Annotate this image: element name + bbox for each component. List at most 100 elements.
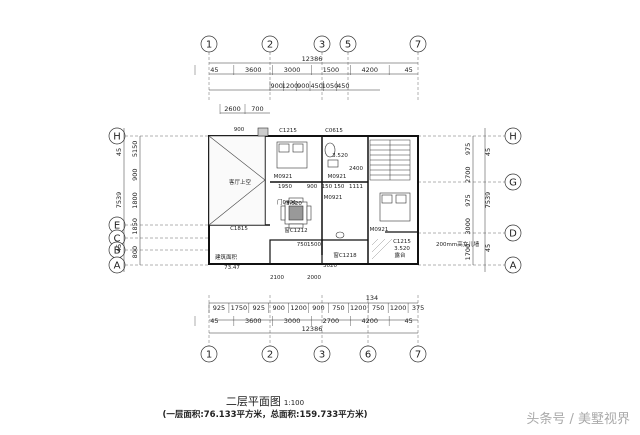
bottom-row1-label: 1200 <box>350 304 367 312</box>
level-3520-c: 3.520 <box>394 246 410 252</box>
bottom-row1-label: 375 <box>412 304 424 312</box>
top-row1-label: 4200 <box>361 66 378 74</box>
left-inner-label: 1800 <box>131 192 139 209</box>
svg-text:3: 3 <box>319 350 325 361</box>
bottom-row1-label: 1750 <box>231 304 248 312</box>
area-label: 建筑面积 <box>215 253 238 261</box>
axis-bubble-bottom-1: 1 <box>200 345 218 363</box>
dining-table <box>280 197 312 229</box>
axis-bubble-top-5: 5 <box>339 35 357 53</box>
window-tag-c1815: C1815 <box>230 226 248 232</box>
inner-dim-1111: 1111 <box>349 184 363 190</box>
top-row1-label: 3000 <box>284 66 301 74</box>
window-tag-c0615: C0615 <box>325 128 343 134</box>
svg-text:G: G <box>509 178 517 189</box>
left-inner-label: 800 <box>131 246 139 258</box>
inner-dim-2000: 2000 <box>307 275 321 281</box>
door-tag-m0921-c: M0921 <box>324 195 343 201</box>
axis-grid-lines <box>125 52 505 346</box>
axis-bubble-right-G: G <box>504 173 522 191</box>
top-row1-label: 3600 <box>245 66 262 74</box>
area-summary: (一层面积:76.133平方米，总面积:159.733平方米) <box>162 410 368 420</box>
svg-text:A: A <box>114 261 121 272</box>
svg-text:E: E <box>114 221 120 232</box>
svg-text:B: B <box>114 246 121 257</box>
left-inner-label: 1850 <box>131 218 139 235</box>
axis-bubble-top-1: 1 <box>200 35 218 53</box>
top-row2-label: 900 <box>270 82 282 90</box>
axis-bubble-bottom-6: 6 <box>359 345 377 363</box>
inner-dim-1950: 1950 <box>278 184 292 190</box>
svg-text:2: 2 <box>267 350 273 361</box>
inner-dim-900: 900 <box>307 184 318 190</box>
level-3520-a: 3.520 <box>332 153 348 159</box>
axis-bubble-top-2: 2 <box>261 35 279 53</box>
svg-text:C: C <box>114 234 121 245</box>
svg-text:1: 1 <box>206 350 212 361</box>
inner-dim-150: 150 150 <box>322 184 345 190</box>
bottom-row1-label: 900 <box>312 304 324 312</box>
bottom-row2-label: 3000 <box>284 317 301 325</box>
bed-1 <box>276 141 308 169</box>
svg-text:7: 7 <box>415 350 421 361</box>
drawing-scale: 1:100 <box>283 399 305 407</box>
right-outer-label: 45 <box>484 244 492 252</box>
right-inner-label: 975 <box>464 194 472 206</box>
level-3520-b: 3.520 <box>286 201 302 207</box>
axis-bubble-right-A: A <box>504 256 522 274</box>
axis-bubble-bottom-3: 3 <box>313 345 331 363</box>
bottom-row2-label: 2700 <box>323 317 340 325</box>
svg-text:3: 3 <box>319 40 325 51</box>
door-tag-m0921-d: M0921 <box>370 227 389 233</box>
inner-dim-900b: 900 <box>234 127 245 133</box>
bottom-row1-label: 925 <box>253 304 265 312</box>
bottom-small-dim: 134 <box>366 294 378 302</box>
top-row2-label: 450 <box>337 82 349 90</box>
left-inner-label: 900 <box>131 168 139 180</box>
top-row3-label: 2600 <box>224 105 241 113</box>
axis-bubble-top-3: 3 <box>313 35 331 53</box>
area-value: 73.47 <box>224 265 240 271</box>
balcony-hatch <box>371 238 393 260</box>
side-dimensions <box>123 128 486 272</box>
axis-bubble-left-A: A <box>108 256 126 274</box>
axis-bubble-right-D: D <box>504 224 522 242</box>
top-row1-label: 45 <box>210 66 218 74</box>
bottom-total-dim: 12386 <box>302 325 323 333</box>
axis-bubble-bottom-2: 2 <box>261 345 279 363</box>
bottom-row2-label: 4200 <box>361 317 378 325</box>
left-outer-label: 45 <box>115 148 123 156</box>
door-tag-m0921-a: M0921 <box>274 174 293 180</box>
svg-text:H: H <box>113 132 121 143</box>
bottom-row2-label: 45 <box>404 317 412 325</box>
bed-2 <box>379 192 411 222</box>
svg-text:7: 7 <box>415 40 421 51</box>
living-room-void <box>208 135 266 226</box>
right-outer-label: 7539 <box>484 192 492 209</box>
parapet-note: 200mm高女儿墙 <box>436 240 480 248</box>
right-inner-label: 3000 <box>464 218 472 235</box>
watermark: 头条号 / 美墅视界 <box>526 412 630 427</box>
top-row1-label: 1500 <box>323 66 340 74</box>
top-row2-label: 1200 <box>282 82 299 90</box>
axis-bubble-top-7: 7 <box>409 35 427 53</box>
bottom-row1-label: 1200 <box>290 304 307 312</box>
right-inner-label: 2700 <box>464 166 472 183</box>
top-row2-label: 450 <box>310 82 322 90</box>
bottom-row1-label: 925 <box>213 304 225 312</box>
left-outer-label: 45 <box>115 244 123 252</box>
bottom-row1-label: 1200 <box>390 304 407 312</box>
right-inner-label: 1700 <box>464 244 472 261</box>
window-tag-c1212: 窗C1212 <box>284 226 307 234</box>
drawing-title-text: 二层平面图 <box>225 395 281 408</box>
inner-dim-750: 750 <box>297 242 308 248</box>
svg-text:2: 2 <box>267 40 273 51</box>
